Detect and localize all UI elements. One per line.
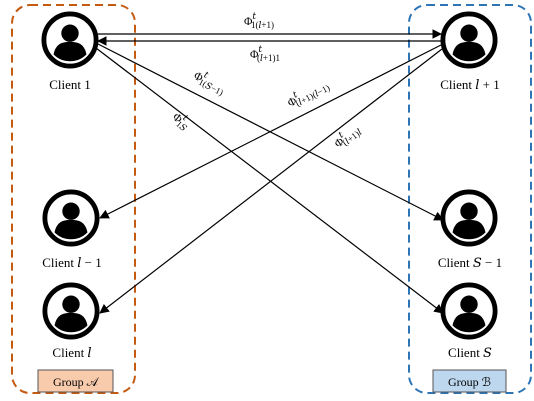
user-avatar-icon <box>443 192 495 244</box>
client-l-plus-1: Client 𝑙 + 1 <box>440 14 500 92</box>
edge-cl1-to-cl <box>99 48 443 314</box>
user-avatar-icon <box>45 192 97 244</box>
client-1-label: Client 1 <box>49 77 91 92</box>
user-avatar-icon <box>45 285 97 337</box>
user-avatar-icon <box>44 14 96 66</box>
group-b-badge <box>432 369 507 393</box>
edges <box>95 29 444 314</box>
edge-c1-to-cS <box>95 47 444 314</box>
client-1: Client 1 <box>44 14 96 92</box>
edge-label-cl1-to-clm: Φ𝑡(𝑙+1)(𝑙−1) <box>284 75 332 112</box>
user-avatar-icon <box>443 14 495 66</box>
client-s-label: Client 𝑆 <box>448 345 492 360</box>
client-l: Client 𝑙 <box>45 285 97 360</box>
edge-cl1-to-clm <box>99 44 442 219</box>
edge-label-cl1-to-cl: Φ𝑡(𝑙+1)𝑙 <box>330 120 364 152</box>
group-a-label: Group 𝒜 <box>53 375 100 389</box>
client-s: Client 𝑆 <box>443 285 495 360</box>
client-s-minus-1: Client 𝑆 − 1 <box>438 192 502 270</box>
edge-label-cl1-to-c1: Φ𝑡(𝑙+1)1 <box>250 44 280 63</box>
client-l-plus-1-label: Client 𝑙 + 1 <box>440 77 500 92</box>
user-avatar-icon <box>443 285 495 337</box>
group-b-label: Group ℬ <box>448 375 491 389</box>
edge-label-c1-to-cSm: Φ𝑡1(𝑆−1) <box>191 66 229 98</box>
client-l-minus-1: Client 𝑙 − 1 <box>42 192 102 270</box>
client-l-minus-1-label: Client 𝑙 − 1 <box>42 255 102 270</box>
group-b: Group ℬ <box>408 4 532 394</box>
group-a: Group 𝒜 <box>11 4 136 394</box>
group-b-border <box>408 4 532 394</box>
group-a-badge <box>37 369 114 393</box>
group-a-border <box>11 4 136 394</box>
client-s-minus-1-label: Client 𝑆 − 1 <box>438 255 502 270</box>
client-l-label: Client 𝑙 <box>52 345 91 360</box>
